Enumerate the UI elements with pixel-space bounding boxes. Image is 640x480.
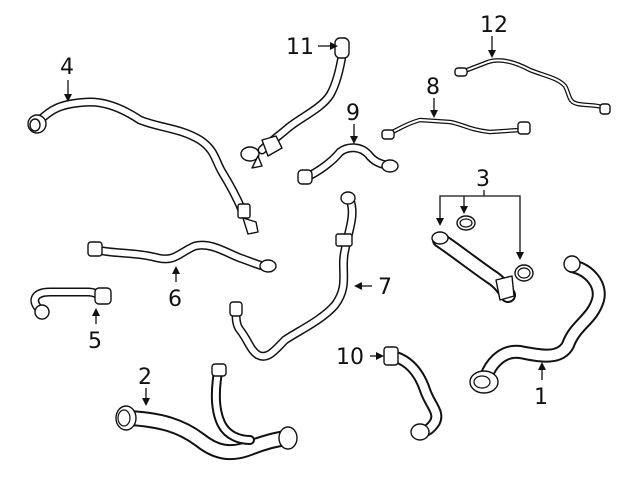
callout-10: 10 xyxy=(336,345,364,370)
callout-9: 9 xyxy=(346,101,360,126)
part-12-line xyxy=(454,58,611,115)
part-2-hose xyxy=(115,363,298,461)
part-8-line xyxy=(381,117,531,140)
callout-11: 11 xyxy=(286,35,314,60)
part-3-pipe xyxy=(431,215,534,303)
callout-4: 4 xyxy=(60,55,74,80)
part-5-hose xyxy=(30,287,112,320)
callout-1: 1 xyxy=(534,385,548,410)
callout-2: 2 xyxy=(138,365,152,390)
part-9-hose xyxy=(297,143,399,185)
callout-labels: 4 11 12 8 9 3 6 5 7 1 10 2 xyxy=(60,13,548,410)
callout-7: 7 xyxy=(378,275,392,300)
callout-6: 6 xyxy=(168,287,182,312)
part-4-hose xyxy=(27,97,259,235)
callout-3: 3 xyxy=(476,167,490,192)
part-1-hose xyxy=(469,255,606,394)
leader-lines xyxy=(64,36,546,406)
part-7-hose xyxy=(229,191,357,361)
part-10-hose xyxy=(383,346,443,441)
callout-5: 5 xyxy=(88,329,102,354)
callout-8: 8 xyxy=(426,75,440,100)
part-6-hose xyxy=(87,240,277,273)
part-11-hose xyxy=(240,37,350,169)
callout-12: 12 xyxy=(480,13,508,38)
